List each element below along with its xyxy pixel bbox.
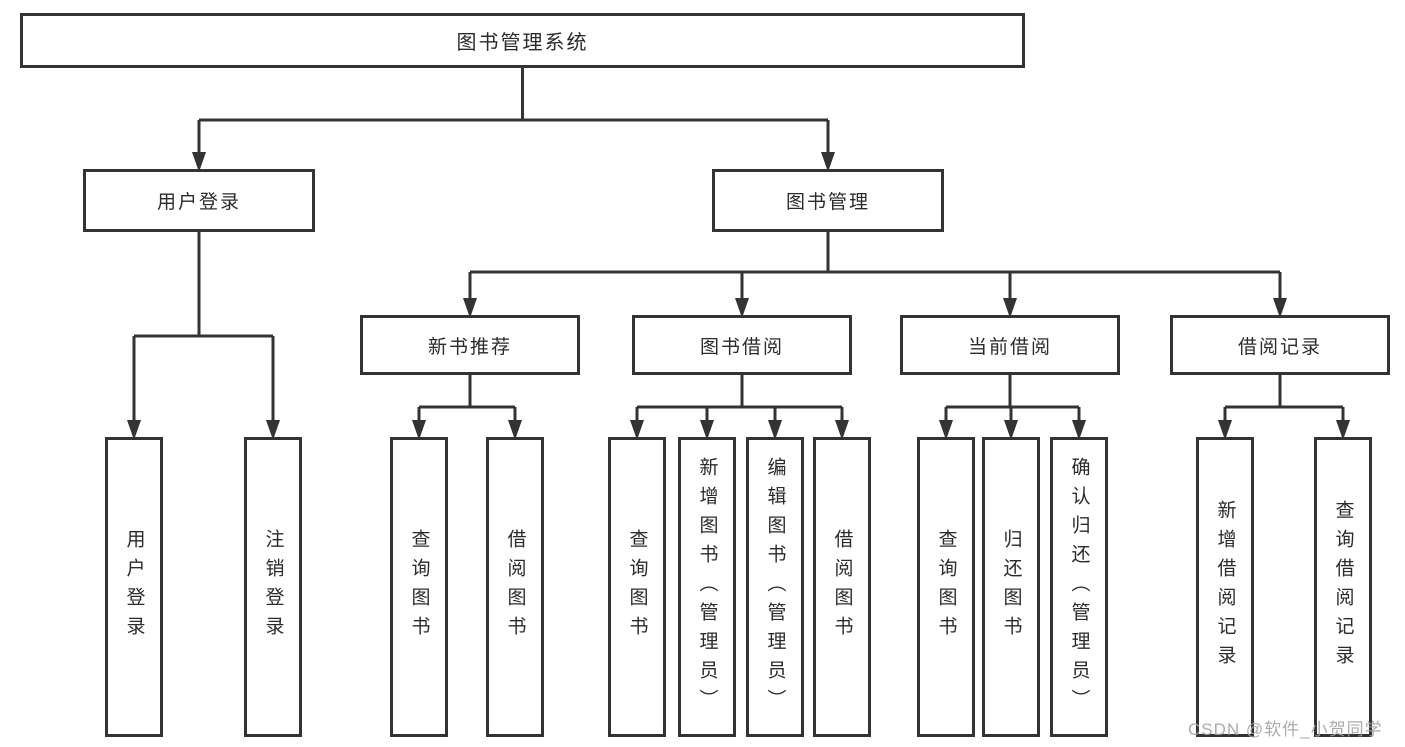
node-new-book-recommend: 新书推荐: [360, 315, 580, 375]
node-leaf-logout: 注销登录: [244, 437, 302, 737]
node-leaf-add-books-admin: 新增图书（管理员）: [678, 437, 736, 737]
csdn-watermark: CSDN @软件_小贺同学: [1188, 720, 1383, 739]
node-leaf-query-books-recommend: 查询图书: [390, 437, 448, 737]
node-leaf-query-borrow-record: 查询借阅记录: [1314, 437, 1372, 737]
node-leaf-query-books-borrow: 查询图书: [608, 437, 666, 737]
node-leaf-borrow-books: 借阅图书: [813, 437, 871, 737]
node-leaf-add-borrow-record: 新增借阅记录: [1196, 437, 1254, 737]
node-leaf-confirm-return-admin: 确认归还（管理员）: [1050, 437, 1108, 737]
node-borrow-records: 借阅记录: [1170, 315, 1390, 375]
node-user-login: 用户登录: [83, 169, 315, 232]
node-leaf-user-login: 用户登录: [105, 437, 163, 737]
node-leaf-borrow-books-recommend: 借阅图书: [486, 437, 544, 737]
tree-connector-path: [132, 66, 1345, 426]
node-book-management: 图书管理: [712, 169, 944, 232]
node-leaf-return-books: 归还图书: [982, 437, 1040, 737]
node-leaf-query-books-current: 查询图书: [917, 437, 975, 737]
node-leaf-edit-books-admin: 编辑图书（管理员）: [746, 437, 804, 737]
node-root: 图书管理系统: [20, 13, 1025, 68]
node-book-borrow: 图书借阅: [632, 315, 852, 375]
node-current-borrow: 当前借阅: [900, 315, 1120, 375]
